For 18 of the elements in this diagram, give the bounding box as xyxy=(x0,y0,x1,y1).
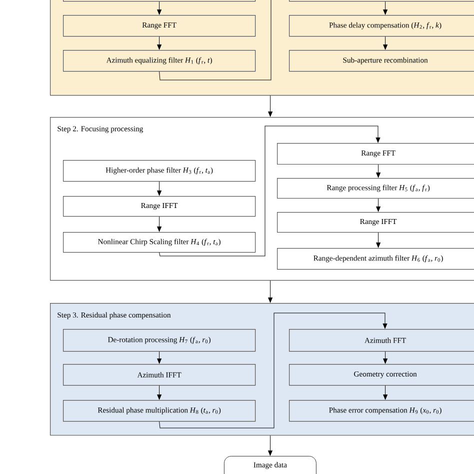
arrow xyxy=(383,36,388,50)
arrow xyxy=(376,164,380,178)
arrow xyxy=(268,280,272,303)
arrow xyxy=(268,435,272,456)
arrow xyxy=(159,126,380,256)
arrow xyxy=(157,36,162,50)
arrow xyxy=(268,95,272,117)
arrow xyxy=(383,351,388,364)
arrow xyxy=(157,181,162,196)
arrow xyxy=(376,198,380,212)
arrow xyxy=(383,385,388,400)
arrow xyxy=(376,232,380,248)
arrow xyxy=(157,351,162,364)
arrow xyxy=(159,312,388,428)
arrow xyxy=(383,1,388,15)
arrow xyxy=(157,216,162,232)
arrow xyxy=(157,1,162,15)
arrow xyxy=(157,385,162,400)
